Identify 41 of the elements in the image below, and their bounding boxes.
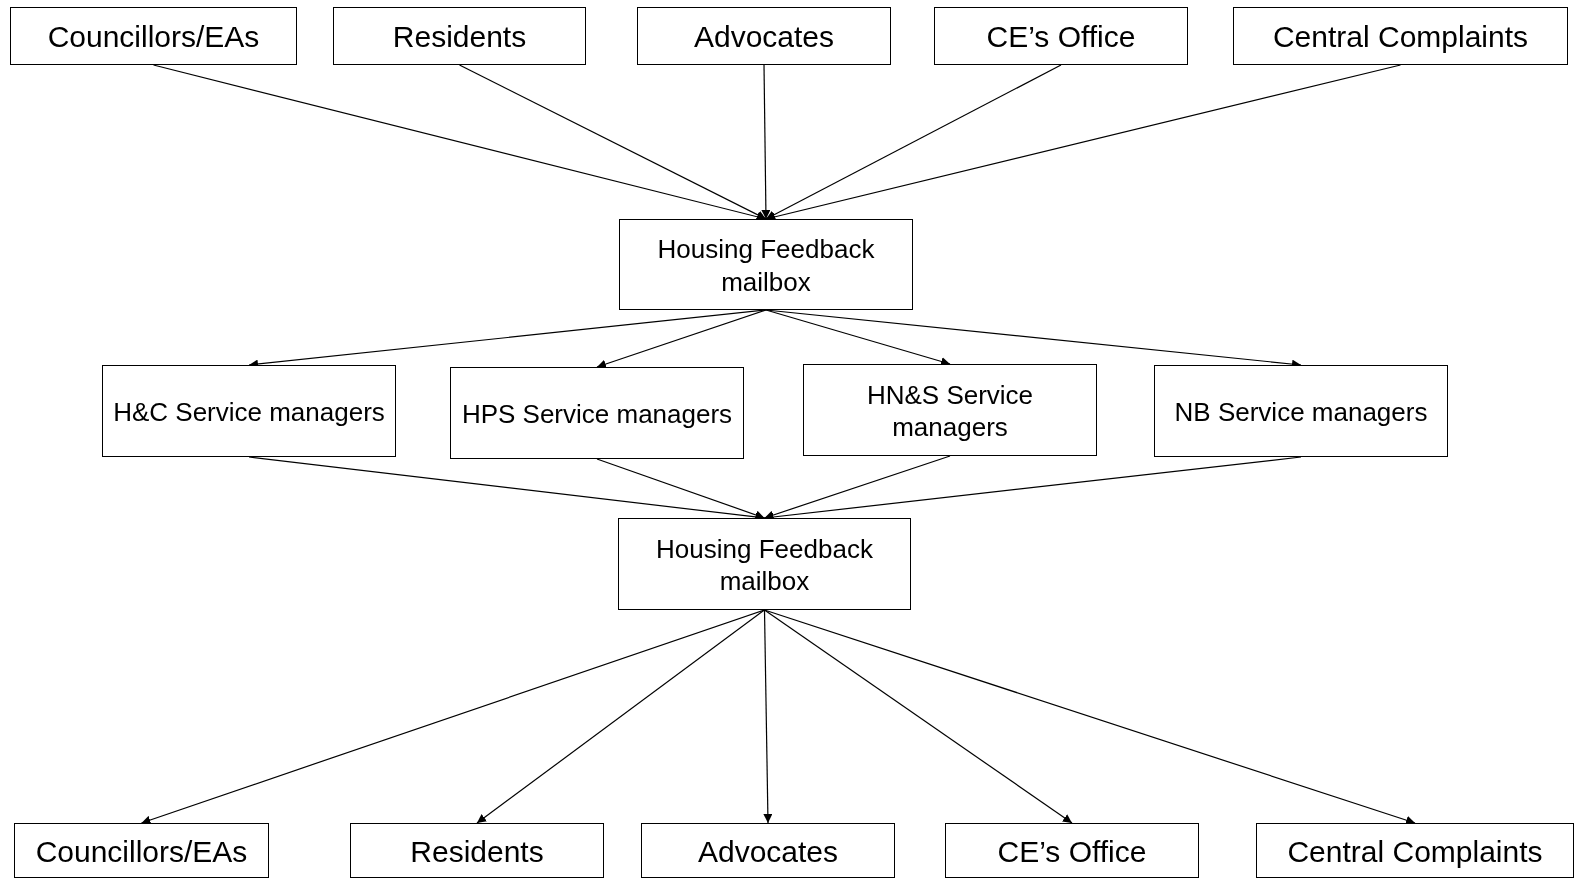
box-label: Central Complaints <box>1286 833 1544 870</box>
box-label: Advocates <box>692 19 836 56</box>
box-label: HPS Service managers <box>460 397 734 431</box>
box-label: Housing Feedback mailbox <box>656 233 876 298</box>
process-box <box>641 823 895 878</box>
process-box <box>1233 7 1568 65</box>
arrow <box>596 458 766 520</box>
arrow <box>761 64 771 220</box>
process-box <box>14 823 269 878</box>
process-box <box>618 518 911 610</box>
box-label: Housing Feedback mailbox <box>655 532 874 598</box>
box-label: Advocates <box>696 833 840 870</box>
process-box <box>934 7 1188 65</box>
process-box <box>10 7 297 65</box>
process-box <box>350 823 604 878</box>
arrow <box>765 64 1062 220</box>
box-label: NB Service managers <box>1173 395 1429 429</box>
arrow <box>763 609 1073 824</box>
process-box <box>945 823 1199 878</box>
process-box <box>803 364 1097 456</box>
arrow <box>458 64 767 220</box>
box-label: Councillors/EAs <box>34 833 249 870</box>
arrow <box>476 609 766 824</box>
box-label: CE’s Office <box>985 19 1137 56</box>
process-box <box>637 7 891 65</box>
process-box <box>619 219 913 310</box>
process-box <box>102 365 396 457</box>
box-label: Residents <box>409 833 545 870</box>
arrow <box>763 609 773 824</box>
box-label: Councillors/EAs <box>46 19 261 56</box>
process-box <box>450 367 744 459</box>
box-label: H&C Service managers <box>112 395 386 429</box>
arrow <box>763 455 951 520</box>
box-label: Residents <box>391 19 528 56</box>
box-label: CE’s Office <box>996 833 1148 870</box>
arrow <box>596 309 767 369</box>
process-box <box>1256 823 1574 878</box>
box-label: Central Complaints <box>1271 19 1530 56</box>
process-box <box>1154 365 1448 457</box>
box-label: HN&S Service managers <box>865 378 1035 444</box>
process-box <box>333 7 586 65</box>
